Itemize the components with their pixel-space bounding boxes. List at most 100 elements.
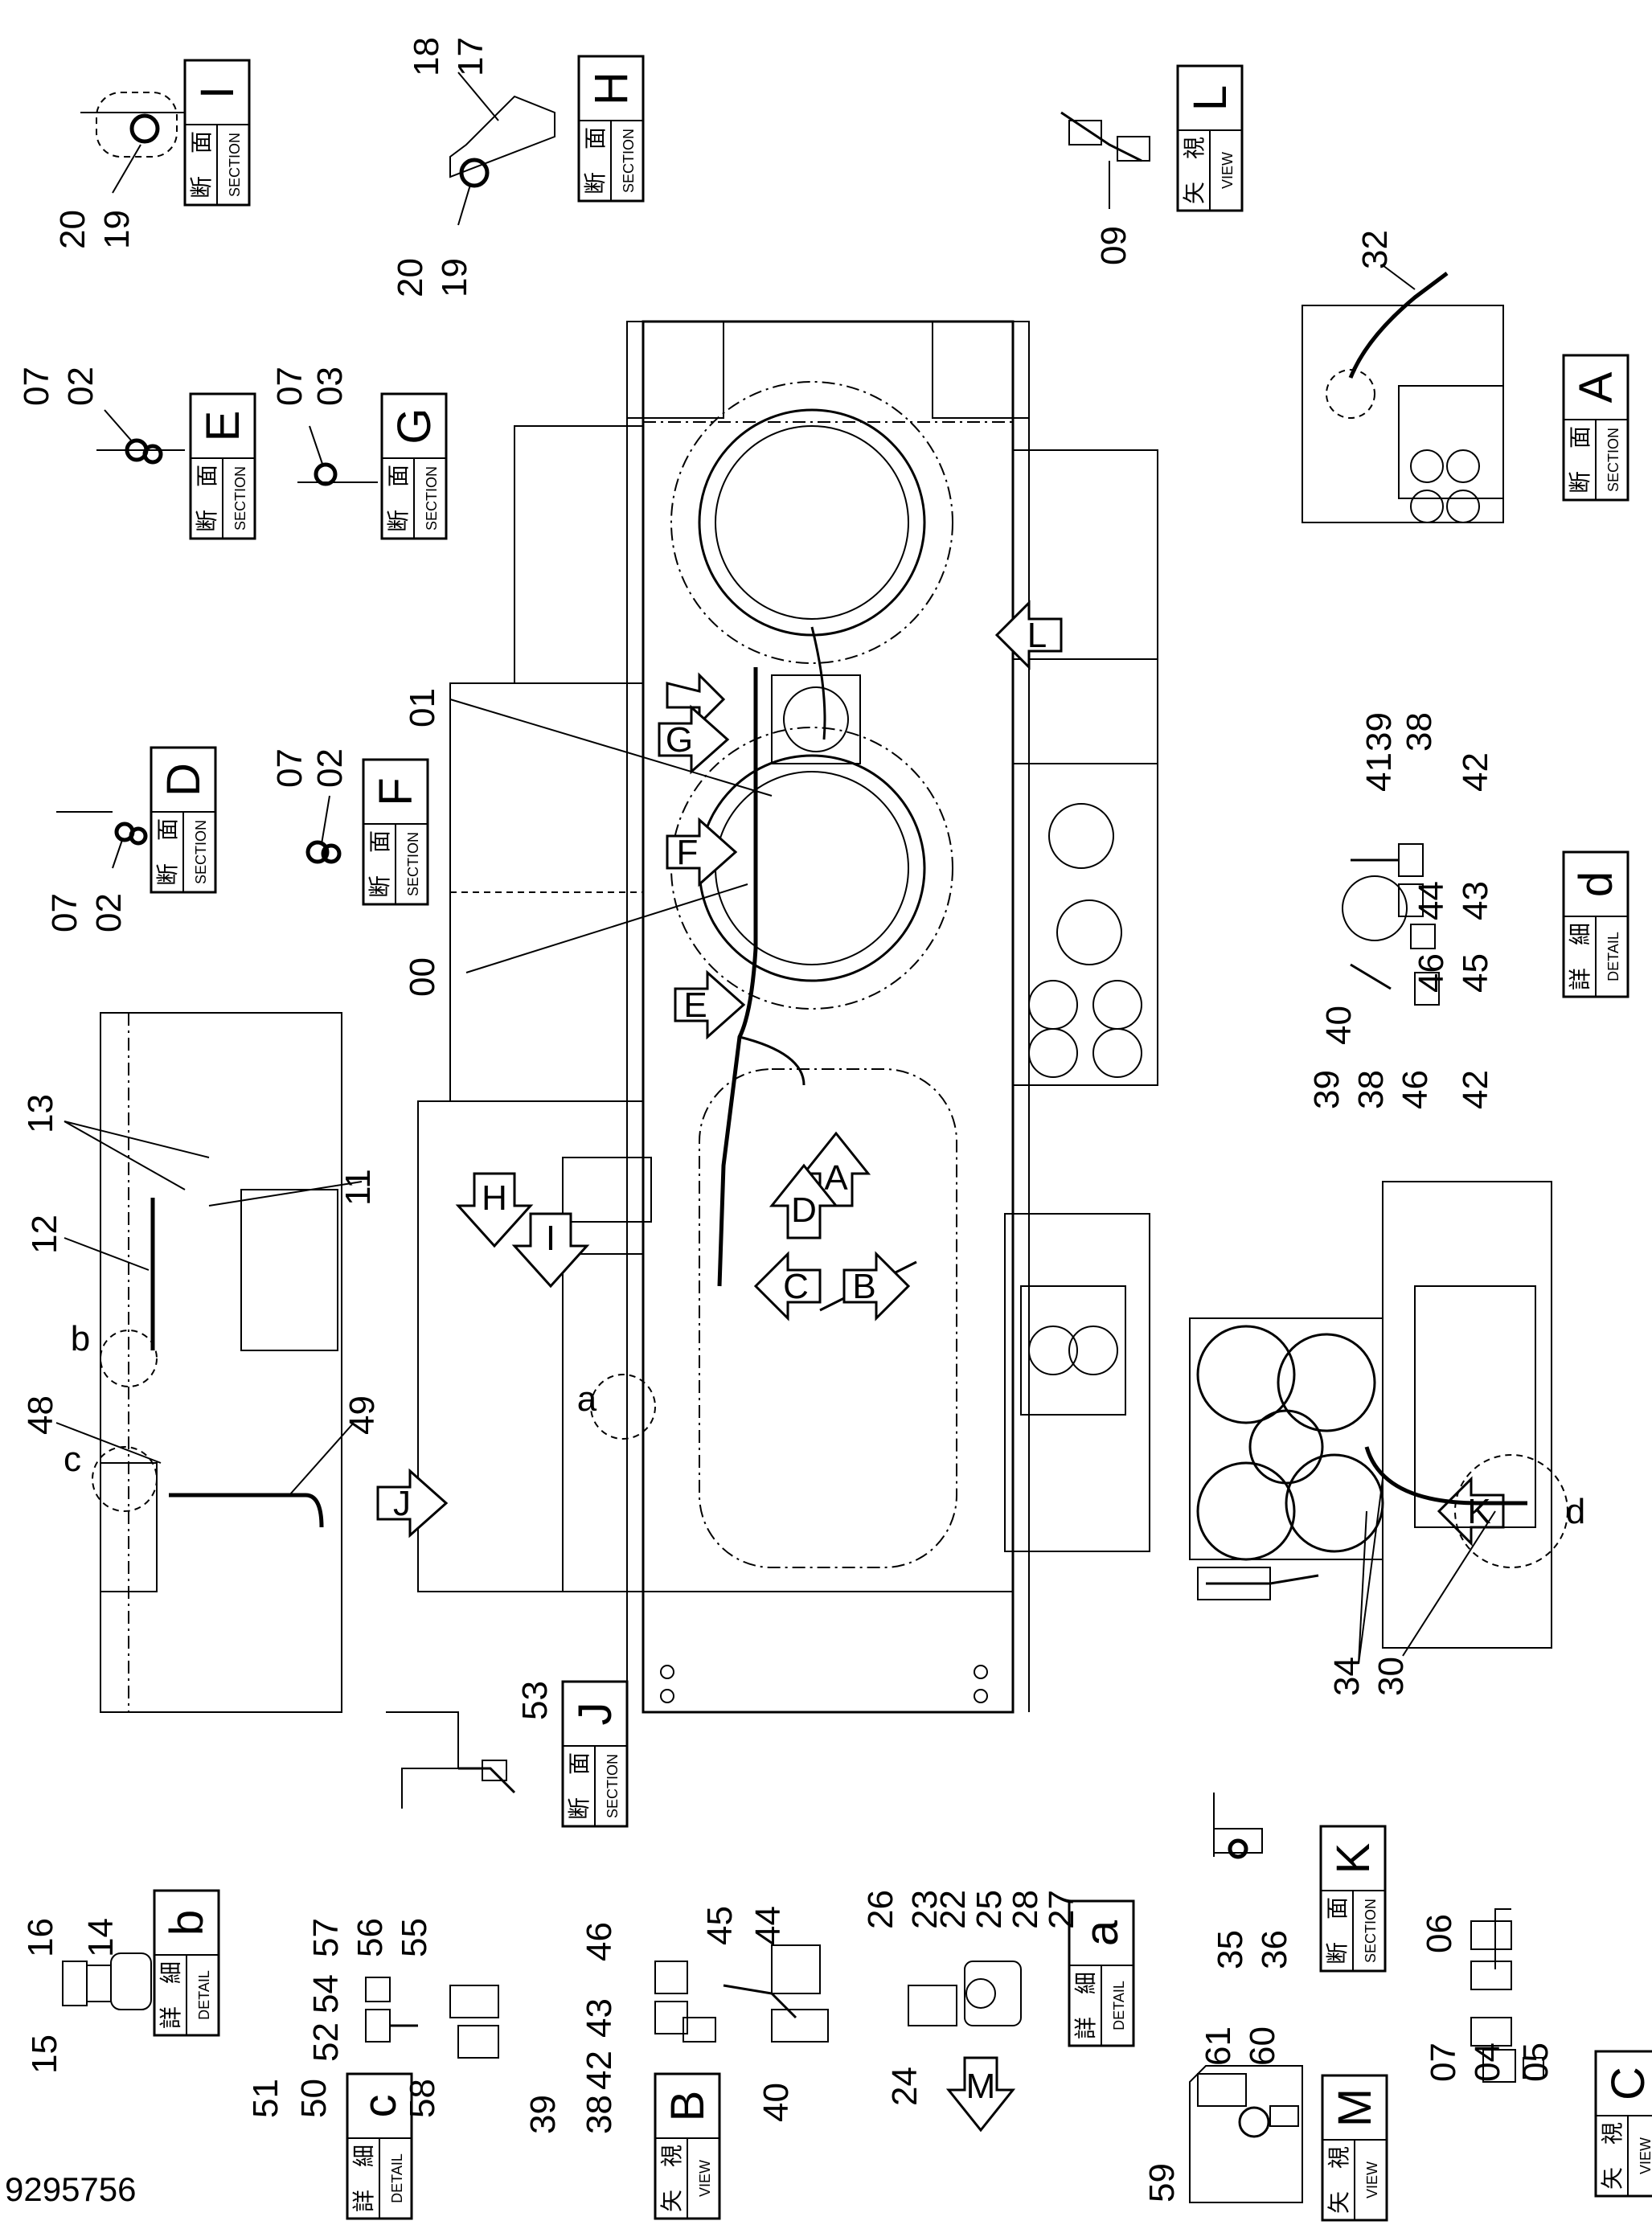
callout: 44 — [748, 1906, 788, 1945]
svg-text:I: I — [191, 86, 244, 99]
svg-text:断 面: 断 面 — [1568, 426, 1593, 494]
svg-text:C: C — [1602, 2067, 1652, 2100]
svg-text:a: a — [577, 1379, 597, 1419]
view-arrow-i: I — [511, 1212, 590, 1289]
view-c-drawing — [1470, 1908, 1544, 2083]
svg-text:SECTION: SECTION — [621, 129, 637, 193]
callout: 42 — [1456, 1070, 1495, 1109]
svg-text:F: F — [370, 777, 422, 805]
detail-circles: a — [577, 1374, 656, 1440]
svg-text:B: B — [662, 2091, 714, 2122]
callout: 50 — [294, 2079, 334, 2118]
view-arrow-f: F — [666, 817, 738, 887]
callout: 09 — [1094, 226, 1133, 265]
svg-text:d: d — [1570, 871, 1622, 897]
callout: 02 — [61, 367, 100, 406]
callout: 27 — [1042, 1890, 1081, 1929]
callout: 52 — [306, 2022, 346, 2062]
callout: 53 — [515, 1681, 555, 1720]
svg-text:矢 視: 矢 視 — [1182, 137, 1207, 204]
callout: 44 — [1412, 881, 1451, 920]
detail-circle-c — [92, 1446, 158, 1512]
svg-text:断 面: 断 面 — [155, 818, 180, 886]
callout: 11 — [338, 1169, 378, 1206]
callout: 46 — [580, 1922, 619, 1961]
svg-text:E: E — [197, 411, 249, 442]
svg-text:F: F — [677, 833, 699, 872]
view-b-drawing — [654, 1944, 829, 2043]
callout: 26 — [861, 1890, 900, 1929]
hose-line — [717, 667, 758, 1287]
callout: 38 — [580, 2095, 619, 2134]
callout: 46 — [1396, 1070, 1435, 1109]
main-frame-assembly — [417, 320, 1158, 1714]
detail-d-drawing — [1342, 843, 1440, 1006]
callout: 15 — [25, 2034, 64, 2074]
svg-text:K: K — [1327, 1842, 1379, 1874]
callout: 34 — [1327, 1657, 1367, 1696]
svg-text:VIEW: VIEW — [1364, 2161, 1380, 2198]
svg-text:I: I — [546, 1219, 555, 1258]
right-lower-assembly: d — [1189, 1181, 1585, 1665]
section-f-drawing — [305, 795, 342, 864]
label-detail-d: 詳 細 DETAIL d — [1562, 850, 1629, 998]
callout: 60 — [1243, 2026, 1282, 2066]
detail-circle-d — [1454, 1454, 1568, 1568]
view-m-drawing — [1189, 2065, 1303, 2203]
label-section-a: 断 面 SECTION A — [1562, 354, 1629, 502]
callout: 00 — [403, 957, 442, 997]
svg-text:B: B — [852, 1267, 875, 1306]
svg-text:A: A — [1570, 371, 1622, 403]
label-view-c: 矢 視 VIEW C — [1594, 2050, 1652, 2198]
label-section-f: 断 面 SECTION F — [362, 758, 429, 906]
view-arrow-c: C — [753, 1251, 822, 1321]
callout: 56 — [350, 1918, 390, 1957]
callout: 05 — [1516, 2043, 1556, 2082]
callout: 23 — [905, 1890, 945, 1929]
svg-text:SECTION: SECTION — [1363, 1899, 1379, 1963]
callout: 36 — [1255, 1930, 1294, 1969]
svg-text:DETAIL: DETAIL — [196, 1970, 212, 2020]
detail-b-drawing — [62, 1952, 152, 2010]
detail-a-drawing: M — [908, 1961, 1022, 2133]
callout: 20 — [53, 210, 92, 249]
callout: 35 — [1211, 1930, 1250, 1969]
label-view-m: 矢 視 VIEW M — [1321, 2074, 1388, 2222]
callout: 25 — [969, 1890, 1009, 1929]
label-section-g: 断 面 SECTION G — [380, 392, 448, 540]
callout: 39 — [523, 2095, 563, 2134]
section-e-drawing — [96, 409, 185, 465]
view-arrow-e: E — [674, 969, 746, 1040]
svg-text:詳 細: 詳 細 — [1073, 1972, 1098, 2039]
svg-text:M: M — [1329, 2088, 1381, 2127]
callout: 02 — [89, 893, 129, 932]
view-arrows: G F E A D C B H — [376, 600, 1505, 1547]
callout: 38 — [1351, 1070, 1391, 1109]
svg-text:DETAIL: DETAIL — [389, 2153, 405, 2203]
callout: 45 — [1456, 953, 1495, 993]
svg-text:d: d — [1566, 1492, 1585, 1531]
svg-text:G: G — [666, 720, 693, 760]
svg-text:VIEW: VIEW — [1220, 152, 1236, 189]
svg-text:断 面: 断 面 — [367, 830, 392, 898]
section-d-drawing — [56, 811, 148, 869]
svg-text:c: c — [64, 1440, 81, 1479]
callout: 07 — [17, 367, 56, 406]
callout: 48 — [21, 1395, 60, 1435]
section-g-drawing — [297, 425, 378, 486]
callout: 38 — [1400, 712, 1439, 752]
svg-text:L: L — [1027, 616, 1047, 655]
callout: 43 — [580, 1998, 619, 2038]
svg-text:断 面: 断 面 — [1325, 1897, 1350, 1965]
svg-text:D: D — [158, 763, 210, 797]
callout: 39 — [1359, 712, 1399, 752]
label-detail-a: 詳 細 DETAIL a — [1068, 1899, 1135, 2047]
callout: 07 — [270, 367, 309, 406]
svg-text:SECTION: SECTION — [1605, 428, 1621, 492]
svg-text:詳 細: 詳 細 — [351, 2145, 376, 2212]
svg-text:矢 視: 矢 視 — [659, 2145, 684, 2212]
svg-text:断 面: 断 面 — [567, 1752, 592, 1820]
label-section-d: 断 面 SECTION D — [150, 746, 217, 894]
view-arrow-b: B — [842, 1251, 911, 1321]
callout: 07 — [45, 893, 84, 932]
